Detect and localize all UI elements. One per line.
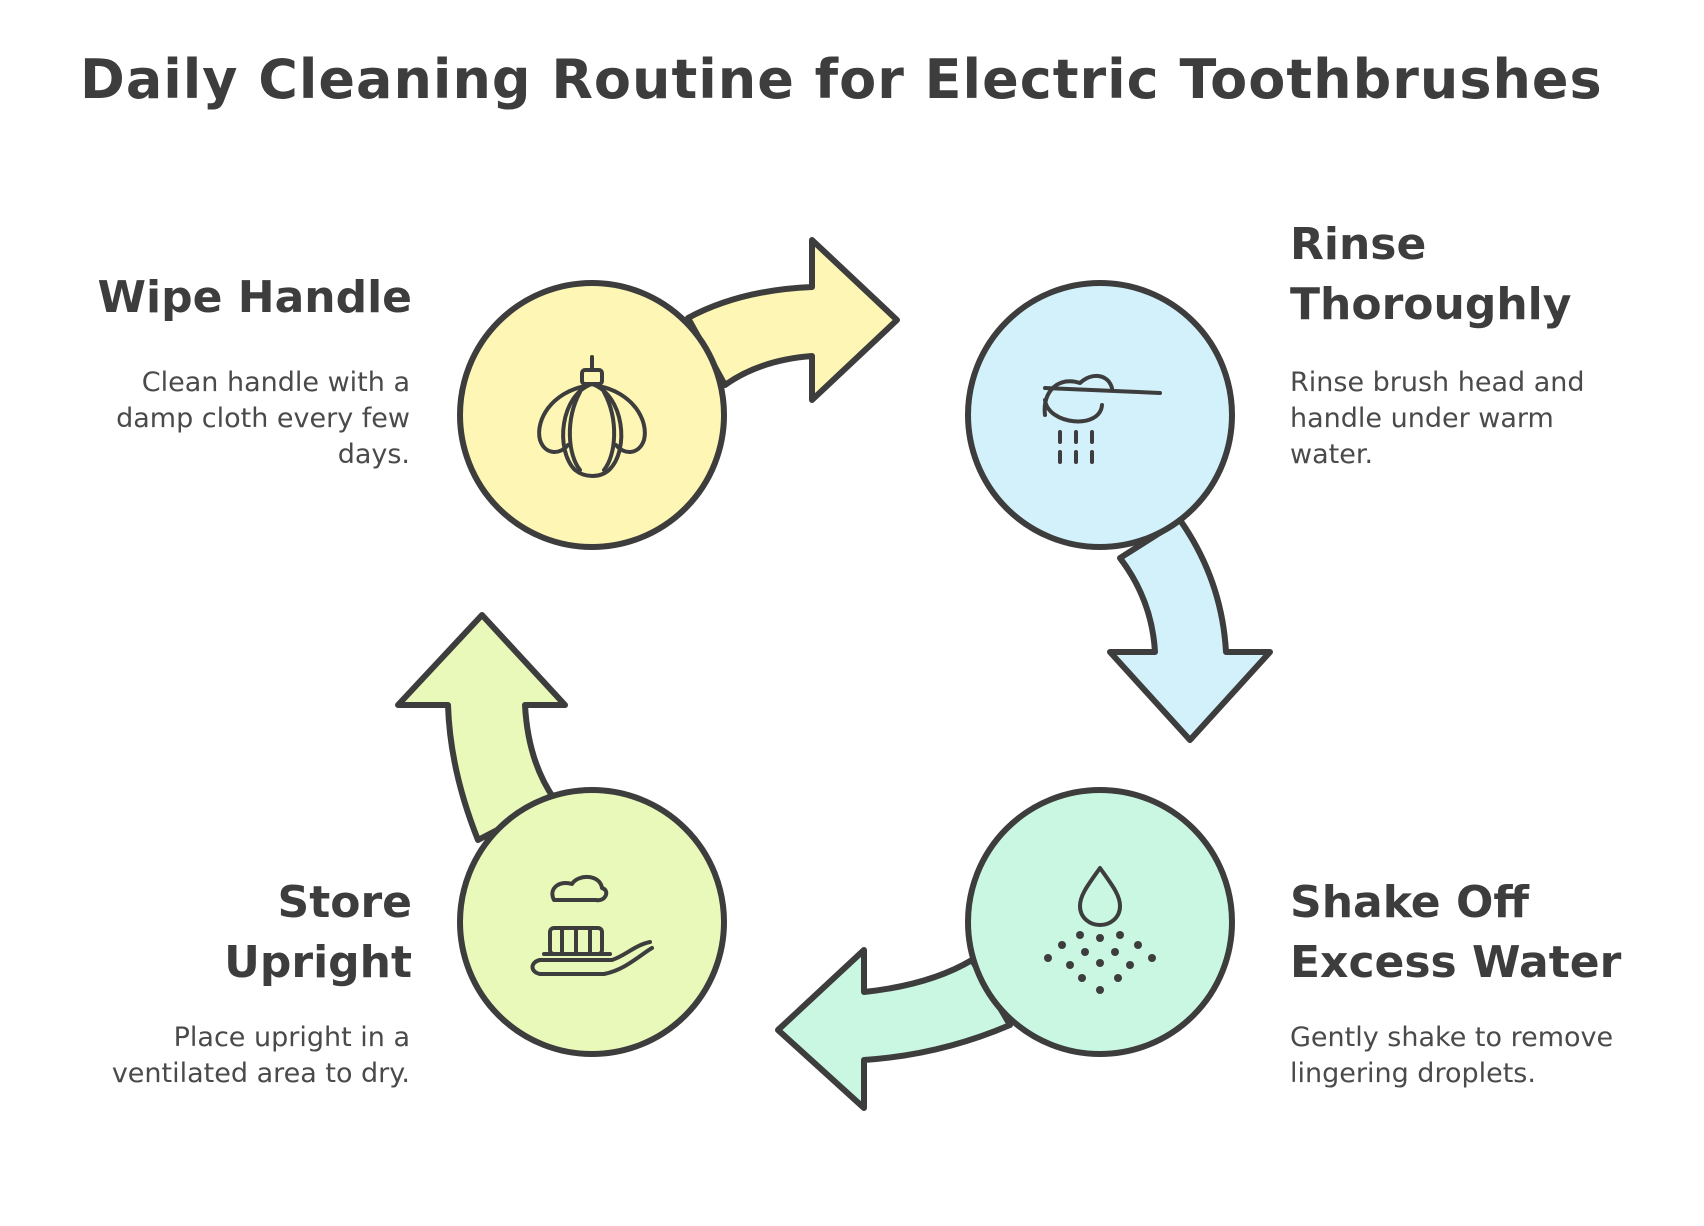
step-desc-wipe: Clean handle with a damp cloth every few… bbox=[116, 367, 410, 470]
arrow-rinse-to-shake bbox=[1107, 517, 1273, 743]
page-title: Daily Cleaning Routine for Electric Toot… bbox=[80, 48, 1603, 111]
step-title-shake: Shake Off Excess Water bbox=[1290, 877, 1622, 988]
faucet-water-icon bbox=[1042, 374, 1162, 464]
step-circle-wipe bbox=[457, 280, 727, 550]
water-droplets-icon bbox=[1078, 866, 1122, 927]
step-title-store: Store Upright bbox=[224, 877, 412, 988]
toothbrush-hand-icon bbox=[530, 875, 654, 976]
step-title-wipe: Wipe Handle bbox=[97, 272, 412, 323]
step-circle-shake bbox=[965, 787, 1235, 1057]
step-circle-store bbox=[457, 787, 727, 1057]
flower-bud-icon bbox=[537, 355, 647, 478]
arrow-wipe-to-rinse bbox=[685, 237, 900, 403]
step-desc-shake: Gently shake to remove lingering droplet… bbox=[1290, 1022, 1614, 1089]
spray-dots bbox=[1044, 931, 1156, 994]
arrow-shake-to-store bbox=[775, 947, 1013, 1111]
step-desc-store: Place upright in a ventilated area to dr… bbox=[111, 1022, 410, 1089]
step-desc-rinse: Rinse brush head and handle under warm w… bbox=[1290, 367, 1585, 470]
step-title-rinse: Rinse Thoroughly bbox=[1290, 219, 1572, 330]
arrow-store-to-wipe bbox=[395, 612, 568, 843]
